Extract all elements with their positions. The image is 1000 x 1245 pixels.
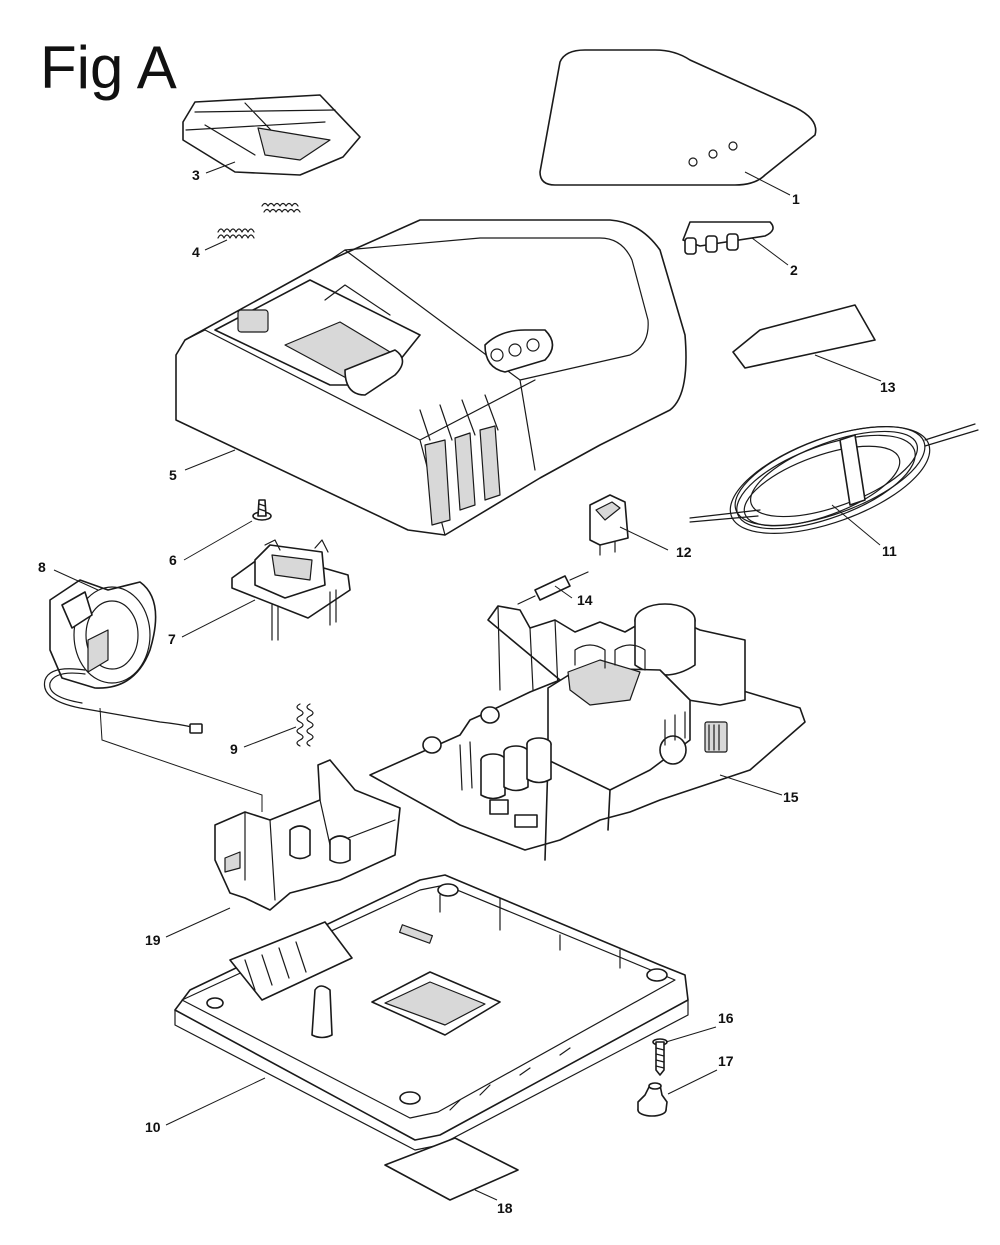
callout-3: 3 xyxy=(192,167,200,183)
callout-15: 15 xyxy=(783,789,799,805)
callout-numbers: 1 2 3 4 5 6 7 8 9 10 11 12 13 14 15 16 1… xyxy=(38,167,897,1216)
part-6-screw xyxy=(252,499,272,521)
callout-17: 17 xyxy=(718,1053,734,1069)
callout-1: 1 xyxy=(792,191,800,207)
part-2-button-cap xyxy=(682,221,774,255)
callout-9: 9 xyxy=(230,741,238,757)
part-13-label-strip xyxy=(732,304,876,369)
callout-16: 16 xyxy=(718,1010,734,1026)
part-7-terminal-holder xyxy=(231,539,351,641)
callout-18: 18 xyxy=(497,1200,513,1216)
part-15-circuit-board xyxy=(369,603,806,861)
callout-13: 13 xyxy=(880,379,896,395)
callout-11: 11 xyxy=(882,543,897,559)
part-16-screw xyxy=(652,1038,668,1076)
part-18-bottom-label xyxy=(384,1137,519,1201)
callout-5: 5 xyxy=(169,467,177,483)
callout-7: 7 xyxy=(168,631,176,647)
callout-4: 4 xyxy=(192,244,200,260)
callout-2: 2 xyxy=(790,262,798,278)
figure-title: Fig A xyxy=(40,34,177,101)
callout-10: 10 xyxy=(145,1119,161,1135)
part-12-switch xyxy=(589,494,629,556)
callout-8: 8 xyxy=(38,559,46,575)
callout-12: 12 xyxy=(676,544,692,560)
leader-lines xyxy=(53,161,882,1201)
callout-14: 14 xyxy=(577,592,593,608)
part-17-rubber-foot xyxy=(637,1082,668,1117)
part-14-fuse xyxy=(517,571,589,605)
part-5-housing-top xyxy=(175,219,687,536)
callout-6: 6 xyxy=(169,552,177,568)
callout-19: 19 xyxy=(145,932,161,948)
part-1-label-sheet xyxy=(539,49,817,186)
part-10-base xyxy=(174,874,689,1151)
part-4-springs xyxy=(217,202,301,239)
part-8-fan xyxy=(43,579,263,812)
part-3-cover-plate xyxy=(182,94,361,176)
part-9-spring xyxy=(296,703,314,747)
part-11-power-cord xyxy=(689,423,979,534)
part-19-fan-holder xyxy=(214,759,401,911)
